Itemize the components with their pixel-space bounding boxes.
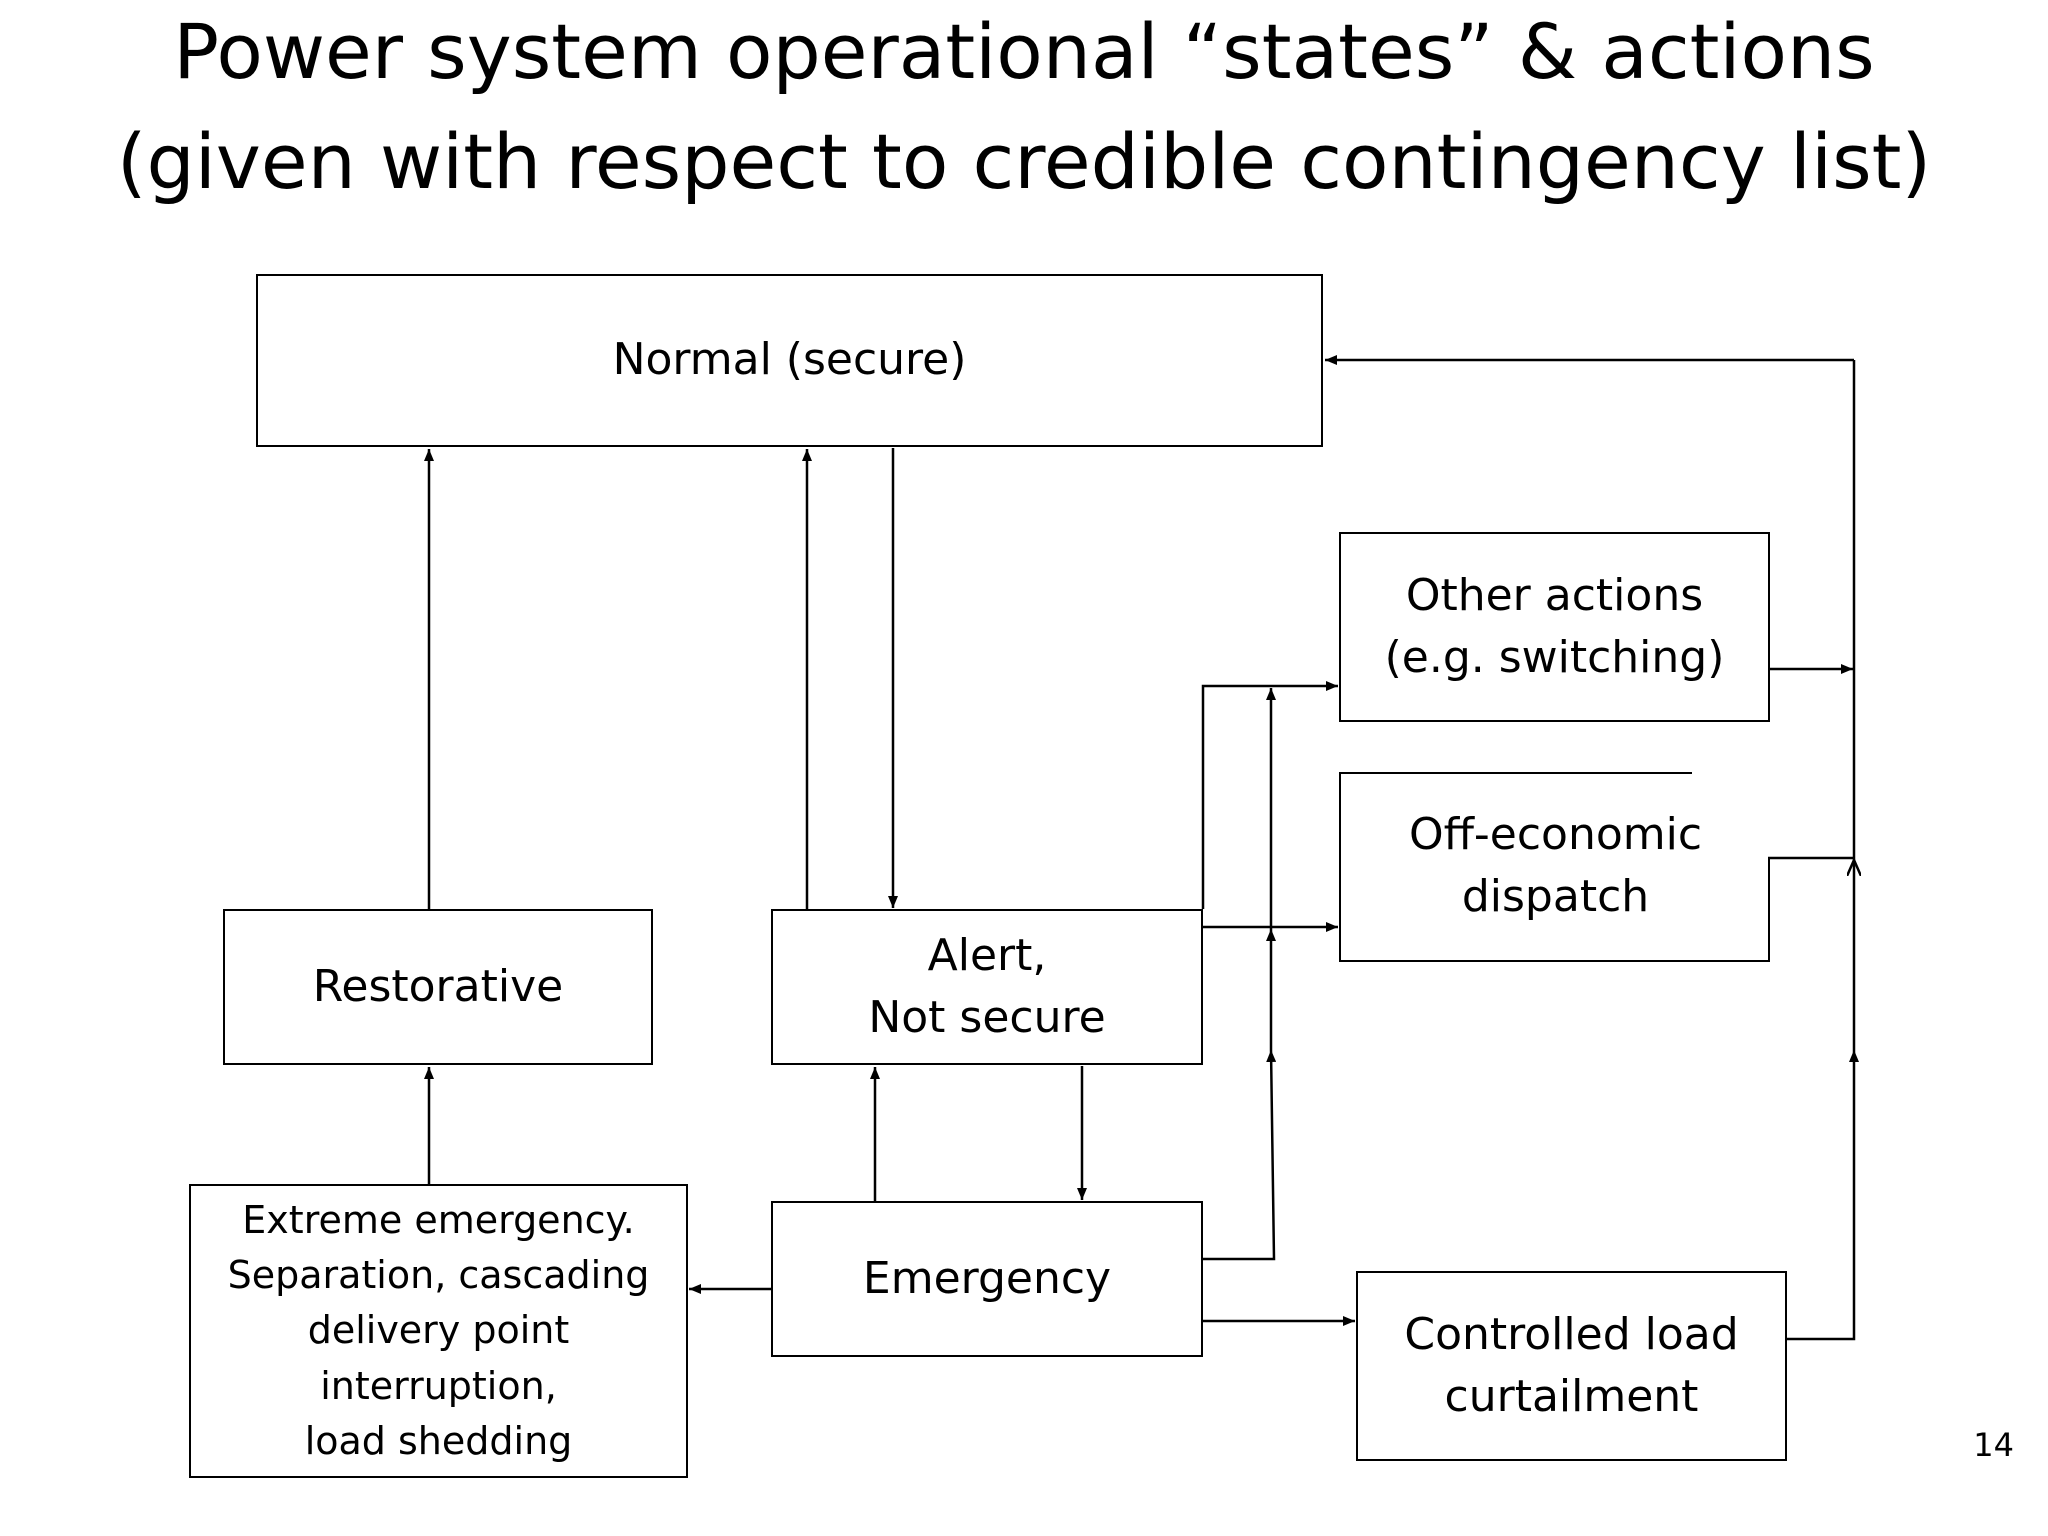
normal-secure-box: Normal (secure) [256,274,1323,447]
other-actions-label: Other actions (e.g. switching) [1384,569,1725,683]
controlled-load-curtailment-box: Controlled load curtailment [1356,1271,1787,1461]
page-title-line-1: Power system operational “states” & acti… [173,7,1875,96]
normal-secure-label: Normal (secure) [612,334,967,386]
off-economic-top-border [1339,772,1692,774]
alert-not-secure-label: Alert, Not secure [868,929,1106,1043]
arrow-controlled-load-to-bus [1787,1050,1859,1341]
alert-not-secure-box: Alert, Not secure [771,909,1203,1065]
off-economic-dispatch-box: Off-economic dispatch [1339,772,1770,962]
restorative-label: Restorative [312,960,564,1012]
emergency-box: Emergency [771,1201,1203,1357]
restorative-box: Restorative [223,909,653,1065]
page-title-line-2: (given with respect to credible continge… [116,117,1932,206]
off-economic-right-border [1768,858,1770,962]
emergency-label: Emergency [862,1252,1112,1304]
other-actions-box: Other actions (e.g. switching) [1339,532,1770,722]
controlled-load-curtailment-label: Controlled load curtailment [1404,1308,1739,1422]
page-number: 14 [1973,1426,2014,1464]
arrow-alert-to-other-actions [1201,681,1338,909]
arrow-emergency-to-actions [1203,1049,1277,1261]
extreme-emergency-label: Extreme emergency. Separation, cascading… [227,1198,650,1463]
extreme-emergency-box: Extreme emergency. Separation, cascading… [189,1184,688,1478]
off-economic-dispatch-label: Off-economic dispatch [1408,808,1703,922]
